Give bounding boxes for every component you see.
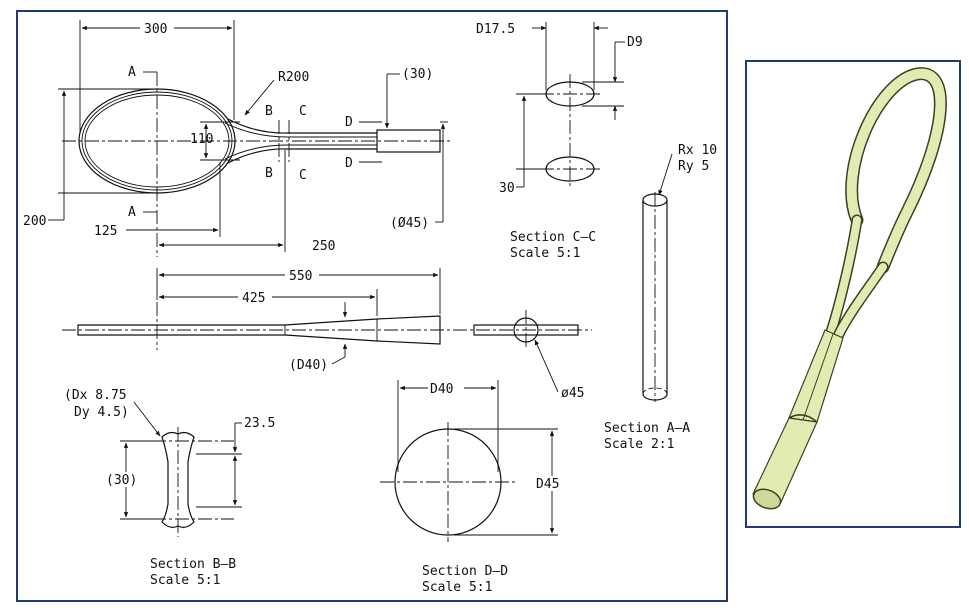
aa-bottom-hidden (642, 387, 668, 395)
cut-a-bottom: A (128, 205, 136, 220)
dim-d40-side: (D40) (289, 358, 328, 373)
cut-a-top: A (128, 65, 136, 80)
throat-upper (227, 118, 377, 134)
bb-title: Section B–B (150, 557, 236, 572)
shaft-seam (802, 333, 834, 421)
dim-125: 125 (94, 224, 117, 239)
dim-300: 300 (144, 22, 167, 37)
cut-b-bottom: B (265, 166, 273, 181)
racket-head (846, 68, 946, 272)
bb-dx: (Dx 8.75 (64, 388, 127, 403)
aa-rx: Rx 10 (678, 143, 717, 158)
racket-3d-render-panel (745, 60, 961, 528)
dd-d45: D45 (536, 477, 559, 492)
drawing-canvas: 300 R200 (30) A A B C B C D D 110 (23, 20, 717, 595)
cut-c-top: C (299, 104, 307, 119)
racket-shaft (788, 329, 844, 423)
cut-d-bottom: D (345, 156, 353, 171)
dd-title: Section D–D (422, 564, 508, 579)
dim-550: 550 (289, 269, 312, 284)
aa-ry: Ry 5 (678, 159, 709, 174)
leader-d40-text (331, 356, 346, 365)
throat-upper-inner (224, 122, 377, 138)
bb-scale: Scale 5:1 (150, 573, 220, 588)
cc-d9: D9 (627, 35, 643, 50)
leader-bb (133, 401, 161, 437)
dim-phi45-top: (Ø45) (390, 216, 429, 231)
engineering-drawing-panel: 300 R200 (30) A A B C B C D D 110 (16, 10, 728, 602)
dim-425: 425 (242, 291, 265, 306)
section-dd: D40 D45 Section D–D Scale 5:1 (380, 380, 570, 595)
cc-scale: Scale 5:1 (510, 246, 580, 261)
dd-d40: D40 (430, 382, 453, 397)
cut-c-bottom: C (299, 168, 307, 183)
cut-b-top: B (265, 104, 273, 119)
dim-phi45-side: ø45 (561, 386, 584, 401)
dd-scale: Scale 5:1 (422, 580, 492, 595)
throat-lower-inner (224, 144, 377, 160)
throat-left (827, 216, 861, 336)
dim-30-top: (30) (402, 67, 433, 82)
dim-250: 250 (312, 239, 335, 254)
aa-title: Section A–A (604, 421, 690, 436)
side-view-outline (77, 315, 441, 345)
bb-d30: (30) (106, 473, 137, 488)
cc-d30: 30 (499, 181, 515, 196)
racket-3d-canvas (752, 67, 947, 510)
top-view: 300 R200 (30) A A B C B C D D 110 (23, 20, 452, 257)
side-view: (D40) 550 425 ø45 (62, 268, 592, 401)
section-bb: (Dx 8.75 Dy 4.5) 23.5 (30) Section B–B S… (64, 388, 275, 588)
section-cc: D17.5 D9 30 Section C–C Scale 5:1 (476, 22, 643, 261)
dim-110: 110 (190, 132, 213, 147)
cc-title: Section C–C (510, 230, 596, 245)
dim-r200: R200 (278, 70, 309, 85)
bb-profile (161, 431, 195, 528)
leader-r200 (244, 79, 275, 116)
aa-sides (642, 200, 668, 394)
bb-d235: 23.5 (244, 416, 275, 431)
cut-d-top: D (345, 115, 353, 130)
handle-joint (788, 414, 818, 423)
dim-200: 200 (23, 214, 46, 229)
aa-scale: Scale 2:1 (604, 437, 674, 452)
handle-end-cap (752, 488, 782, 510)
leader-aa (658, 153, 673, 196)
throat-lower (227, 148, 377, 164)
throat-right (835, 263, 887, 338)
bb-dy: Dy 4.5) (74, 405, 129, 420)
cc-d175: D17.5 (476, 22, 515, 37)
section-aa: Rx 10 Ry 5 Section A–A Scale 2:1 (604, 143, 717, 452)
leader-phi45 (534, 339, 559, 393)
